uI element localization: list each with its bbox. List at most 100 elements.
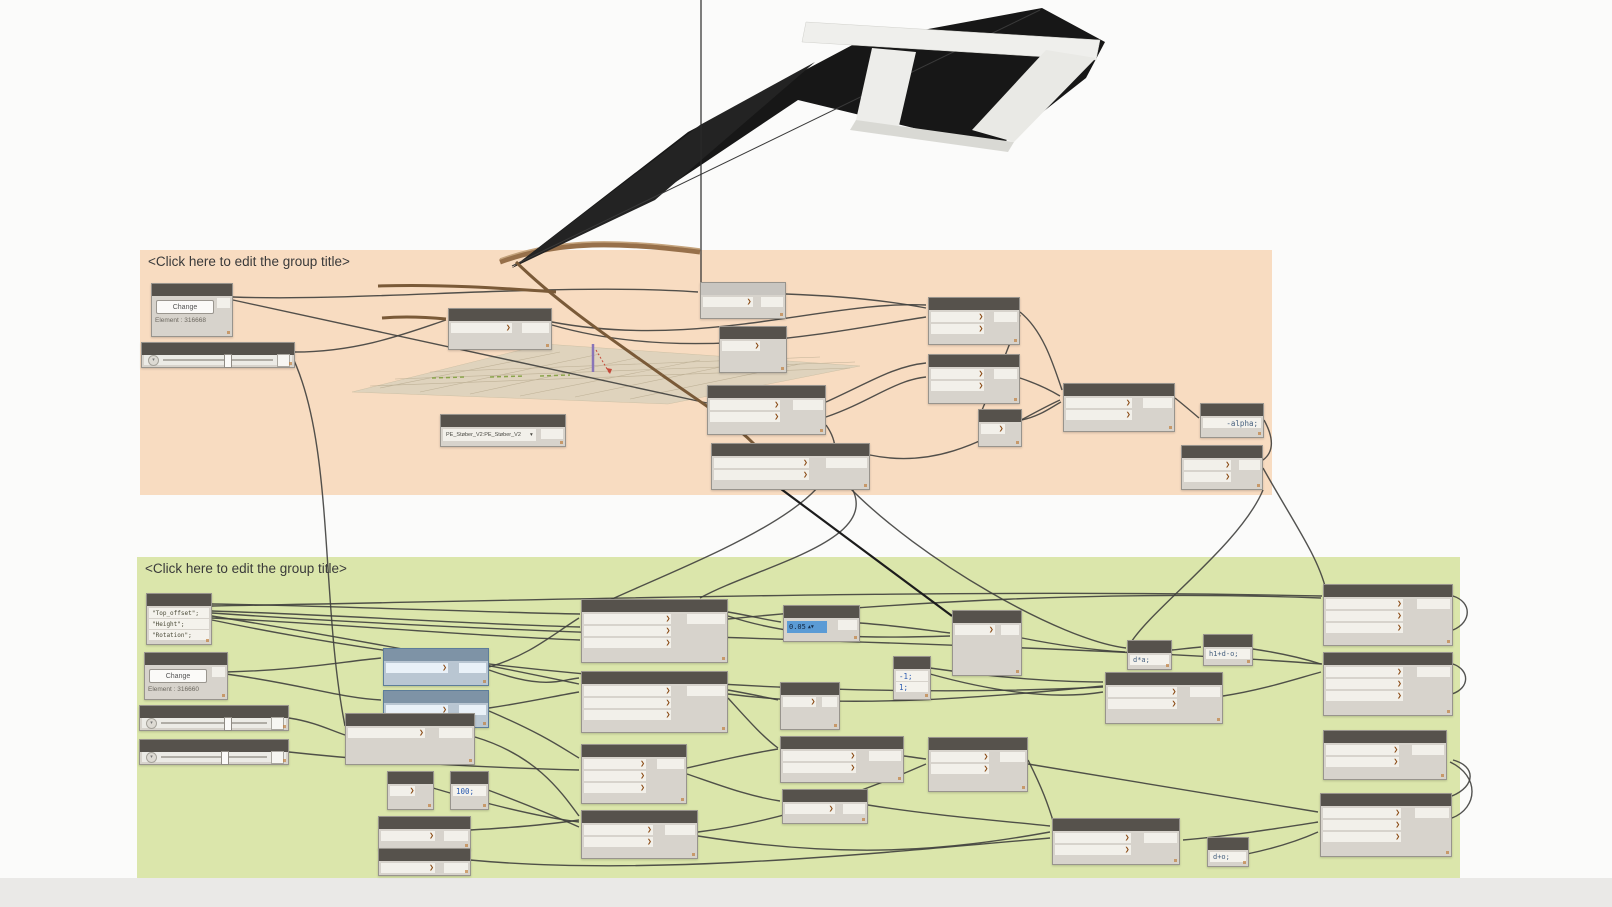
input-port[interactable]: ❯: [386, 705, 448, 715]
input-port-arrow-icon[interactable]: ❯: [998, 424, 1004, 433]
input-port-arrow-icon[interactable]: ❯: [803, 458, 808, 467]
green-node-x[interactable]: ❯❯: [1105, 672, 1223, 724]
input-port-arrow-icon[interactable]: ❯: [978, 324, 984, 333]
input-port[interactable]: ❯: [1326, 745, 1400, 755]
input-port-arrow-icon[interactable]: ❯: [978, 369, 984, 378]
input-port[interactable]: ❯: [390, 786, 416, 796]
code-line[interactable]: "Rotation";: [149, 630, 209, 640]
input-port[interactable]: ❯: [981, 424, 1005, 434]
green-node-q1-header[interactable]: [582, 600, 727, 612]
green-node-e19-header[interactable]: [929, 738, 1027, 750]
slider-value-box[interactable]: [271, 750, 284, 764]
change-button[interactable]: Change: [156, 300, 214, 314]
input-port[interactable]: ❯: [1326, 667, 1403, 677]
input-port-arrow-icon[interactable]: ❯: [1395, 820, 1401, 829]
orange-change-node-header[interactable]: [152, 284, 232, 296]
input-port[interactable]: ❯: [584, 759, 646, 769]
orange-node-j[interactable]: ❯❯: [1181, 445, 1263, 490]
orange-node-d-header[interactable]: [708, 386, 825, 398]
green-node-s-header[interactable]: [781, 683, 839, 695]
green-node-b19[interactable]: ❯❯: [581, 810, 698, 859]
slider-value-box[interactable]: [277, 353, 290, 367]
output-port[interactable]: [687, 686, 725, 696]
input-port[interactable]: ❯: [584, 698, 672, 708]
input-port[interactable]: ❯: [714, 458, 809, 468]
orange-slider-node-header[interactable]: [142, 343, 294, 355]
input-port-arrow-icon[interactable]: ❯: [1397, 623, 1402, 632]
input-port-arrow-icon[interactable]: ❯: [746, 297, 752, 306]
orange-node-h-header[interactable]: [979, 410, 1021, 422]
input-port[interactable]: ❯: [1323, 808, 1402, 818]
code-line[interactable]: -alpha;: [1203, 418, 1261, 428]
params-code-block[interactable]: "Top_offset";"Height";"Rotation";: [146, 593, 212, 645]
input-port-arrow-icon[interactable]: ❯: [665, 710, 671, 719]
input-port-arrow-icon[interactable]: ❯: [988, 625, 994, 634]
input-port[interactable]: ❯: [1184, 460, 1232, 470]
input-port-arrow-icon[interactable]: ❯: [665, 698, 671, 707]
slider-value-box[interactable]: [271, 716, 284, 730]
family-type-dropdown-node-header[interactable]: [441, 415, 565, 427]
input-port-arrow-icon[interactable]: ❯: [665, 614, 671, 623]
input-port[interactable]: ❯: [584, 783, 646, 793]
green-node-u-header[interactable]: [953, 611, 1021, 623]
input-port[interactable]: ❯: [1066, 398, 1132, 408]
input-port[interactable]: ❯: [710, 412, 781, 422]
type-dropdown[interactable]: PE_Støber_V2:PE_Støber_V2▾: [443, 429, 536, 441]
output-port[interactable]: [821, 697, 837, 707]
green-node-j1[interactable]: ❯: [378, 848, 471, 876]
green-node-s[interactable]: ❯: [780, 682, 840, 730]
slider-track[interactable]: [161, 717, 267, 731]
input-port-arrow-icon[interactable]: ❯: [1171, 699, 1177, 708]
alpha-code-block[interactable]: -alpha;: [1200, 403, 1264, 438]
input-port[interactable]: ❯: [381, 863, 435, 873]
green-node-a19-header[interactable]: [582, 745, 686, 757]
input-port[interactable]: ❯: [714, 470, 809, 480]
green-node-b19-header[interactable]: [582, 811, 697, 823]
input-port-arrow-icon[interactable]: ❯: [774, 412, 780, 421]
green-node-q2[interactable]: ❯❯❯: [581, 671, 728, 733]
output-port[interactable]: [792, 400, 823, 410]
code-line[interactable]: 1;: [896, 682, 928, 692]
input-port[interactable]: ❯: [381, 831, 435, 841]
input-port-arrow-icon[interactable]: ❯: [1124, 845, 1130, 854]
orange-node-e-header[interactable]: [712, 444, 869, 456]
input-port-arrow-icon[interactable]: ❯: [1397, 679, 1402, 688]
output-port[interactable]: [458, 705, 486, 715]
number-input-field[interactable]: 0.05▲▼: [787, 621, 827, 633]
green-node-d19[interactable]: ❯: [782, 789, 868, 824]
orange-node-g[interactable]: ❯❯: [928, 354, 1020, 404]
green-node-g1[interactable]: ❯: [387, 771, 434, 810]
output-port[interactable]: [444, 863, 468, 873]
green-node-l1[interactable]: ❯❯: [1052, 818, 1180, 865]
orange-group-title[interactable]: <Click here to edit the group title>: [148, 254, 350, 269]
input-port-arrow-icon[interactable]: ❯: [640, 759, 645, 768]
orange-node-d[interactable]: ❯❯: [707, 385, 826, 435]
input-port[interactable]: ❯: [1326, 691, 1403, 701]
output-port[interactable]: [1415, 808, 1449, 818]
output-port[interactable]: [1001, 625, 1019, 635]
input-port[interactable]: ❯: [1055, 845, 1131, 855]
slider-handle[interactable]: [223, 354, 232, 368]
hundred-code-block-header[interactable]: [451, 772, 488, 784]
h1do-code-block-header[interactable]: [1204, 635, 1252, 647]
hundred-code-block[interactable]: 100;: [450, 771, 489, 810]
input-port-arrow-icon[interactable]: ❯: [1395, 832, 1401, 841]
h1do-code-block[interactable]: h1+d-o;: [1203, 634, 1253, 666]
green-node-l1-header[interactable]: [1053, 819, 1179, 831]
green-node-e19[interactable]: ❯❯: [928, 737, 1028, 792]
input-port[interactable]: ❯: [348, 728, 425, 738]
output-port[interactable]: [444, 831, 468, 841]
green-node-i1[interactable]: ❯: [378, 816, 471, 850]
input-port[interactable]: ❯: [584, 825, 653, 835]
input-port-arrow-icon[interactable]: ❯: [1124, 833, 1130, 842]
input-port[interactable]: ❯: [1323, 820, 1402, 830]
green-node-a19[interactable]: ❯❯❯: [581, 744, 687, 804]
params-code-block-header[interactable]: [147, 594, 211, 606]
input-port[interactable]: ❯: [783, 697, 817, 707]
input-port-arrow-icon[interactable]: ❯: [429, 863, 434, 872]
input-port[interactable]: ❯: [785, 804, 835, 814]
output-port[interactable]: [993, 369, 1017, 379]
input-port-arrow-icon[interactable]: ❯: [1397, 611, 1402, 620]
green-node-u[interactable]: ❯: [952, 610, 1022, 676]
